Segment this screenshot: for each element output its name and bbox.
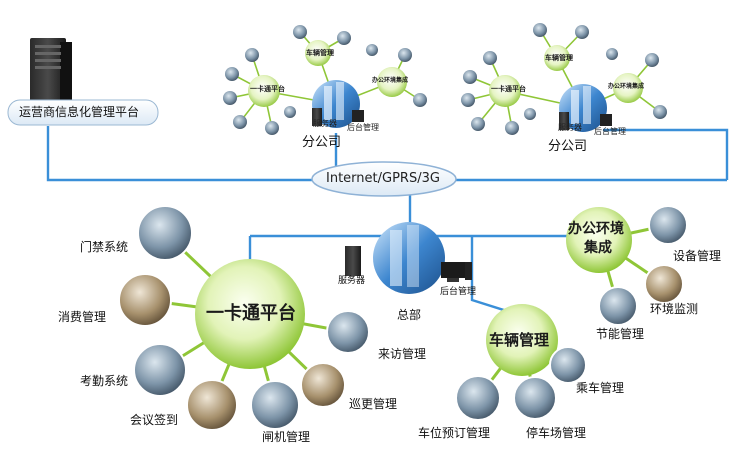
branch-right-hub-vehicle: 车辆管理 xyxy=(545,54,573,62)
item-visitor: 来访管理 xyxy=(378,347,427,361)
item-attendance: 考勤系统 xyxy=(80,374,129,388)
branch-left-backend-label: 后台管理 xyxy=(347,123,379,132)
branch-right-server-label: 服务器 xyxy=(558,123,582,132)
branch-left-hub-vehicle: 车辆管理 xyxy=(306,49,334,57)
branch-left-hub-office: 办公环境集成 xyxy=(372,77,409,84)
right-branch-line xyxy=(603,128,729,180)
item-env-monitor: 环境监测 xyxy=(650,302,699,316)
hq-label: 总部 xyxy=(397,308,422,322)
item-equipment: 设备管理 xyxy=(673,249,722,263)
branch-left-label: 分公司 xyxy=(302,135,342,150)
platform-server xyxy=(30,38,72,104)
office-hub xyxy=(566,207,632,273)
branch-right-label: 分公司 xyxy=(548,139,588,154)
card-platform-hub xyxy=(195,259,305,369)
item-parking-lot: 停车场管理 xyxy=(526,426,587,440)
vehicle-label: 车辆管理 xyxy=(489,331,550,349)
branch-right xyxy=(461,23,667,135)
item-meeting-signin: 会议签到 xyxy=(130,413,179,427)
network-label: Internet/GPRS/3G xyxy=(326,171,440,186)
platform-pill xyxy=(7,99,159,126)
item-consumption: 消费管理 xyxy=(58,310,107,324)
internet-cloud xyxy=(311,161,457,197)
hq-server-label: 服务器 xyxy=(338,276,366,286)
vehicle-photos xyxy=(455,346,587,421)
platform-line xyxy=(46,126,320,182)
item-energy: 节能管理 xyxy=(596,327,645,341)
branch-right-hub-card: 一卡通平台 xyxy=(491,85,526,93)
branch-right-hub-office: 办公环境集成 xyxy=(608,83,645,90)
office-label-line2: 集成 xyxy=(584,240,612,256)
hq-node xyxy=(345,222,472,294)
branch-left-server-label: 服务器 xyxy=(313,119,337,128)
hq-to-vehicle-line xyxy=(470,236,511,314)
item-ride: 乘车管理 xyxy=(576,381,625,395)
item-patrol: 巡更管理 xyxy=(349,397,398,411)
office-photos xyxy=(598,205,688,326)
item-parking-reservation: 车位预订管理 xyxy=(418,426,491,440)
vehicle-hub xyxy=(486,304,558,376)
office-label-line1: 办公环境 xyxy=(568,221,624,237)
branch-right-backend-label: 后台管理 xyxy=(594,127,626,136)
card-platform-label: 一卡通平台 xyxy=(206,303,296,324)
hq-backend-label: 后台管理 xyxy=(440,287,477,297)
item-gate: 闸机管理 xyxy=(262,430,311,444)
platform-label: 运营商信息化管理平台 xyxy=(19,105,140,119)
branch-left-hub-card: 一卡通平台 xyxy=(250,85,285,93)
item-access-control: 门禁系统 xyxy=(80,240,129,254)
branch-left xyxy=(223,25,427,135)
card-photos xyxy=(118,205,370,431)
